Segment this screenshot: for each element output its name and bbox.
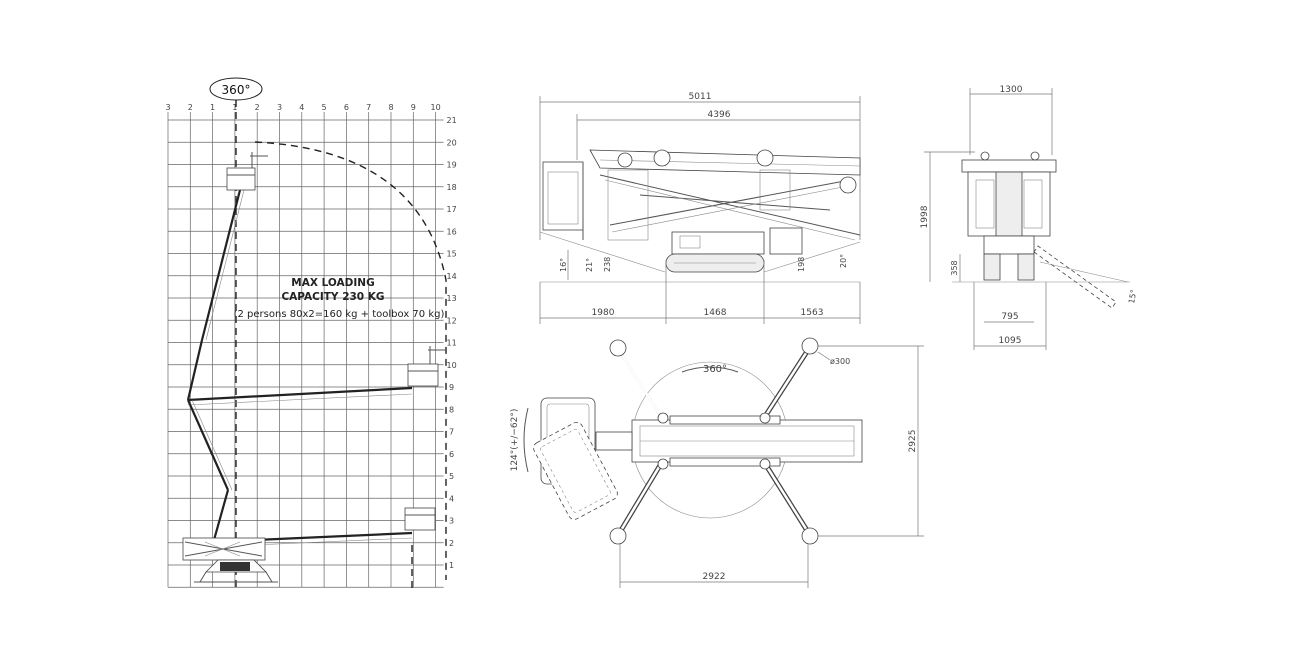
boom-mid-position (187, 346, 446, 406)
rotation-arrow (681, 366, 739, 373)
dim-width-top: 1300 (1000, 85, 1023, 95)
outrigger-front-left-lower (609, 460, 665, 545)
grid-x-label: 4 (299, 103, 304, 112)
dim-238: 238 (603, 257, 612, 272)
grid-x-label: 3 (277, 103, 282, 112)
dim-seg-front: 1980 (592, 308, 615, 318)
dim-inner-width: 795 (1001, 312, 1018, 322)
boom-high-position (186, 152, 268, 401)
dim-seg-rear: 1563 (801, 308, 824, 318)
top-view-drawing: 360° ø300 (510, 337, 924, 588)
outrigger-rear-right (761, 337, 819, 420)
grid-y-label: 14 (447, 272, 457, 281)
dim-21-deg: 21° (585, 258, 594, 272)
grid-y-label: 3 (449, 517, 454, 526)
grid-y-label: 20 (447, 138, 457, 147)
loading-capacity: CAPACITY 230 KG (281, 291, 384, 303)
dim-track-width: 1095 (999, 336, 1022, 346)
grid-y-label: 16 (447, 227, 457, 236)
dim-overall-length: 5011 (689, 92, 712, 102)
grid-x-label: 9 (411, 103, 416, 112)
grid-x-label: 2 (255, 103, 260, 112)
dim-outrigger-depth: 2925 (908, 430, 918, 453)
loading-breakdown: (2 persons 80x2=160 kg + toolbox 70 kg) (234, 309, 445, 320)
loading-title: MAX LOADING (291, 277, 374, 289)
grid-y-label: 1 (449, 561, 454, 570)
basket-rotation-angle: 124°(+/−62°) (510, 409, 520, 472)
grid-x-label: 10 (431, 103, 441, 112)
grid-y-label: 4 (449, 494, 454, 503)
grid-y-label: 15 (447, 250, 457, 259)
grid-x-label: 1 (232, 103, 237, 112)
front-view-drawing: 1300 1998 15° 358 795 1095 (920, 85, 1138, 350)
grid-y-label: 13 (447, 294, 457, 303)
angle-rear: 20° (839, 254, 848, 268)
dim-tilt-angle: 15° (1127, 289, 1138, 305)
dim-outrigger-width: 2922 (703, 572, 726, 582)
grid-y-label: 11 (447, 339, 457, 348)
grid-y-label: 6 (449, 450, 454, 459)
outrigger-rear-right-lower (761, 460, 819, 545)
side-view-drawing: 5011 4396 16° 21° 238 (539, 92, 861, 324)
grid-y-label: 7 (449, 428, 454, 437)
dim-boom-length: 4396 (708, 110, 731, 120)
reach-grid (167, 112, 444, 588)
angle-front: 16° (559, 258, 568, 272)
grid-x-label: 2 (188, 103, 193, 112)
grid-x-label: 1 (210, 103, 215, 112)
grid-x-label: 6 (344, 103, 349, 112)
grid-x-label: 5 (322, 103, 327, 112)
boom-stowed-position (254, 507, 436, 546)
grid-y-label: 8 (449, 405, 454, 414)
grid-y-label: 12 (447, 316, 457, 325)
dim-198: 198 (797, 257, 806, 272)
pad-diameter: ø300 (830, 357, 850, 366)
grid-x-label: 3 (165, 103, 170, 112)
grid-y-label: 2 (449, 539, 454, 548)
dim-clearance: 358 (950, 260, 959, 275)
basket-rotated (533, 421, 618, 520)
grid-y-label: 10 (447, 361, 457, 370)
dim-height: 1998 (920, 205, 930, 228)
rotation-label: 360° (222, 83, 251, 97)
grid-y-label: 5 (449, 472, 454, 481)
machine-base (182, 537, 278, 583)
grid-y-label: 21 (447, 116, 457, 125)
grid-x-label: 8 (388, 103, 393, 112)
grid-x-label: 7 (366, 103, 371, 112)
dim-seg-track: 1468 (704, 308, 727, 318)
grid-y-label: 17 (447, 205, 457, 214)
grid-y-label: 9 (449, 383, 454, 392)
grid-y-label: 18 (447, 183, 457, 192)
top-rotation-label: 360° (703, 364, 727, 375)
grid-x-labels: 3 2 1 1 2 3 4 5 6 7 8 9 10 (165, 103, 440, 112)
grid-y-label: 19 (447, 161, 457, 170)
boom-lower-arm (186, 399, 233, 541)
max-reach-envelope (254, 141, 447, 580)
outrigger-front-left (609, 339, 664, 419)
